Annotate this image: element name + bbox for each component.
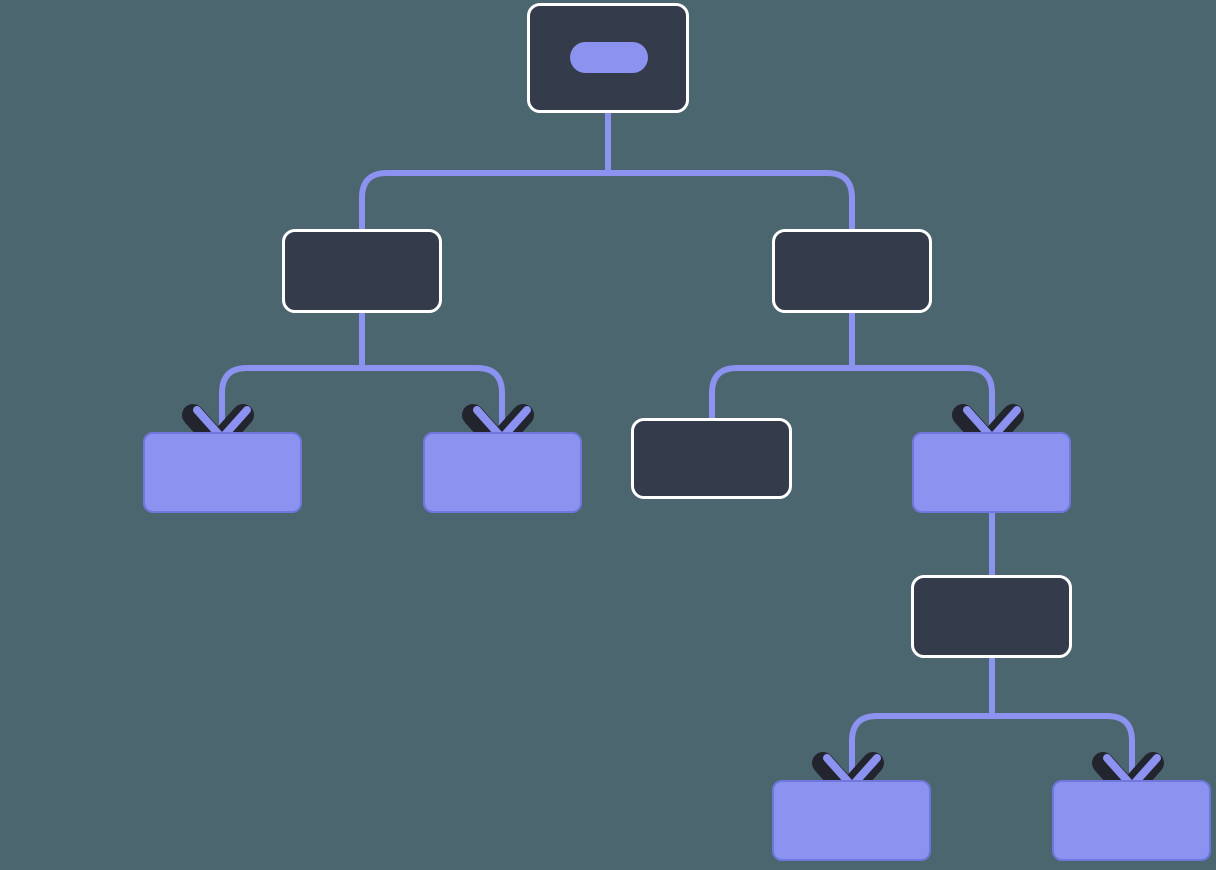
node-root[interactable] [527,3,689,113]
node-level1-left[interactable] [282,229,442,313]
node-level2-right-a[interactable] [631,418,792,499]
edge-r1-to-r2a [709,365,852,419]
node-leaf-right-b[interactable] [912,432,1071,513]
edge-root-to-left [359,170,608,229]
node-leaf-left-b[interactable] [423,432,582,513]
node-leaf-bottom-b[interactable] [1052,780,1211,861]
node-leaf-bottom-a[interactable] [772,780,931,861]
root-node-pill [570,42,648,73]
edge-root-to-right [608,170,855,229]
node-leaf-left-a[interactable] [143,432,302,513]
node-level1-right[interactable] [772,229,932,313]
node-level3-right[interactable] [911,575,1072,658]
